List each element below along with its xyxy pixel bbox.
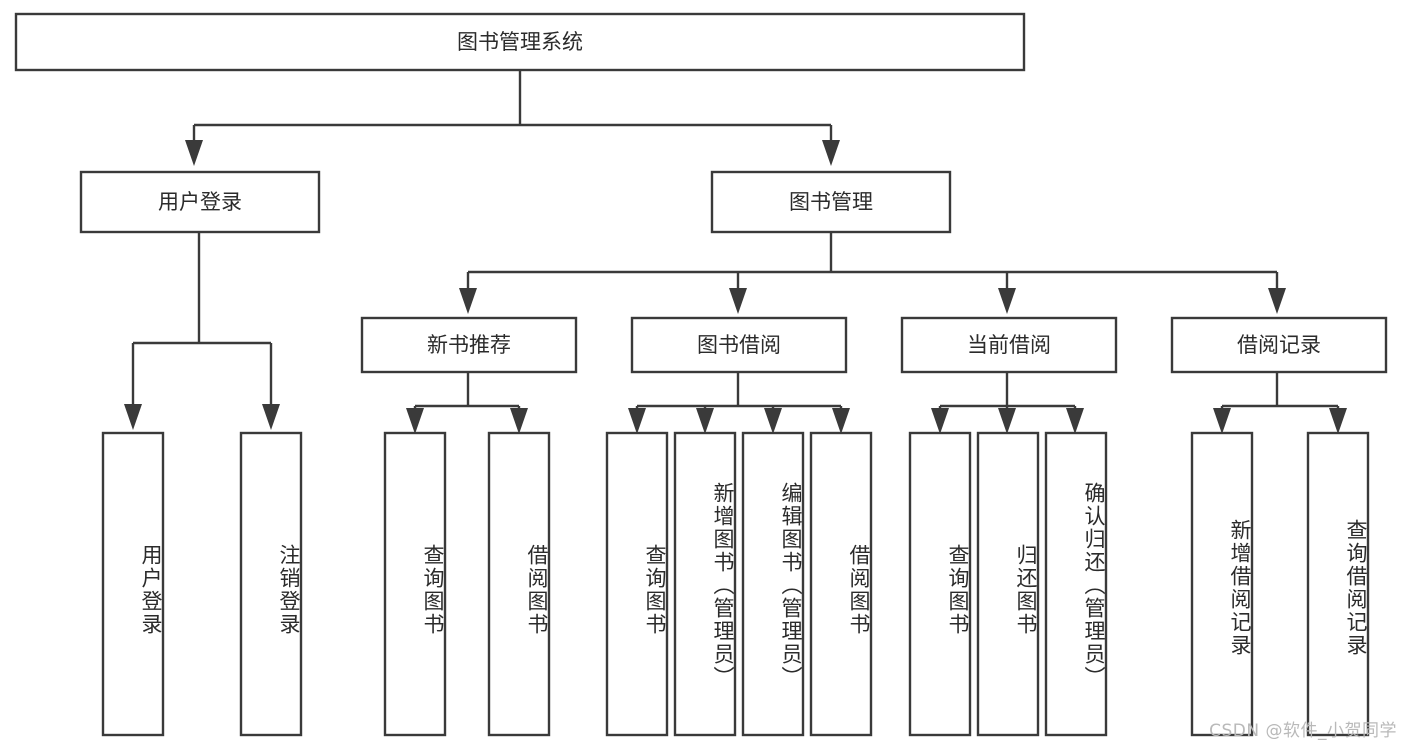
- connector-group: [124, 70, 1347, 434]
- node-root-label: 图书管理系统: [457, 30, 583, 54]
- node-root[interactable]: 图书管理系统: [14, 12, 1026, 72]
- arrow-leaf-borrow-book-1: [510, 408, 528, 434]
- arrow-leaf-query-book-2: [628, 408, 646, 434]
- arrow-leaf-confirm-return: [1066, 408, 1084, 434]
- arrow-to-new-book-rec: [459, 288, 477, 314]
- node-leaf-add-book-box[interactable]: [673, 431, 737, 737]
- node-leaf-user-login-box[interactable]: [101, 431, 165, 737]
- node-user-login[interactable]: 用户登录: [79, 170, 321, 234]
- node-current-borrow-label: 当前借阅: [967, 333, 1051, 357]
- arrow-leaf-query-book-1: [406, 408, 424, 434]
- node-new-book-rec[interactable]: 新书推荐: [360, 316, 578, 374]
- watermark-text: CSDN @软件_小贺同学: [1209, 721, 1397, 741]
- node-leaf-add-record-box[interactable]: [1190, 431, 1254, 737]
- node-leaf-query-record-box[interactable]: [1306, 431, 1370, 737]
- node-borrow-record[interactable]: 借阅记录: [1170, 316, 1388, 374]
- node-leaf-logout-box[interactable]: [239, 431, 303, 737]
- arrow-leaf-logout: [262, 404, 280, 430]
- node-leaf-edit-book-box[interactable]: [741, 431, 805, 737]
- arrow-to-book-manage: [822, 140, 840, 166]
- arrow-leaf-edit-book: [764, 408, 782, 434]
- arrow-to-user-login: [185, 140, 203, 166]
- arrow-leaf-query-record: [1329, 408, 1347, 434]
- node-user-login-box[interactable]: [79, 170, 321, 234]
- node-leaf-query-book-1-box[interactable]: [383, 431, 447, 737]
- node-borrow-record-label: 借阅记录: [1237, 333, 1321, 357]
- arrow-leaf-borrow-book-2: [832, 408, 850, 434]
- arrow-leaf-return-book: [998, 408, 1016, 434]
- node-leaf-return-book-box[interactable]: [976, 431, 1040, 737]
- node-leaf-query-book-2-box[interactable]: [605, 431, 669, 737]
- node-book-borrow[interactable]: 图书借阅: [630, 316, 848, 374]
- arrow-to-book-borrow: [729, 288, 747, 314]
- arrow-to-current-borrow: [998, 288, 1016, 314]
- node-book-manage-label: 图书管理: [789, 190, 873, 214]
- arrow-to-borrow-record: [1268, 288, 1286, 314]
- arrow-leaf-add-book: [696, 408, 714, 434]
- node-book-manage[interactable]: 图书管理: [710, 170, 952, 234]
- node-new-book-rec-box[interactable]: [360, 316, 578, 374]
- node-borrow-record-box[interactable]: [1170, 316, 1388, 374]
- arrow-leaf-query-book-3: [931, 408, 949, 434]
- arrow-leaf-user-login: [124, 404, 142, 430]
- node-leaf-borrow-book-1-box[interactable]: [487, 431, 551, 737]
- node-book-manage-box[interactable]: [710, 170, 952, 234]
- node-current-borrow-box[interactable]: [900, 316, 1118, 374]
- node-new-book-rec-label: 新书推荐: [427, 333, 511, 357]
- node-current-borrow[interactable]: 当前借阅: [900, 316, 1118, 374]
- node-leaf-query-book-3-box[interactable]: [908, 431, 972, 737]
- node-leaf-confirm-return-box[interactable]: [1044, 431, 1108, 737]
- leaf-box-group: [101, 431, 1370, 737]
- node-book-borrow-label: 图书借阅: [697, 333, 781, 357]
- node-user-login-label: 用户登录: [158, 190, 242, 214]
- node-leaf-borrow-book-2-box[interactable]: [809, 431, 873, 737]
- node-book-borrow-box[interactable]: [630, 316, 848, 374]
- node-root-box[interactable]: [14, 12, 1026, 72]
- arrow-leaf-add-record: [1213, 408, 1231, 434]
